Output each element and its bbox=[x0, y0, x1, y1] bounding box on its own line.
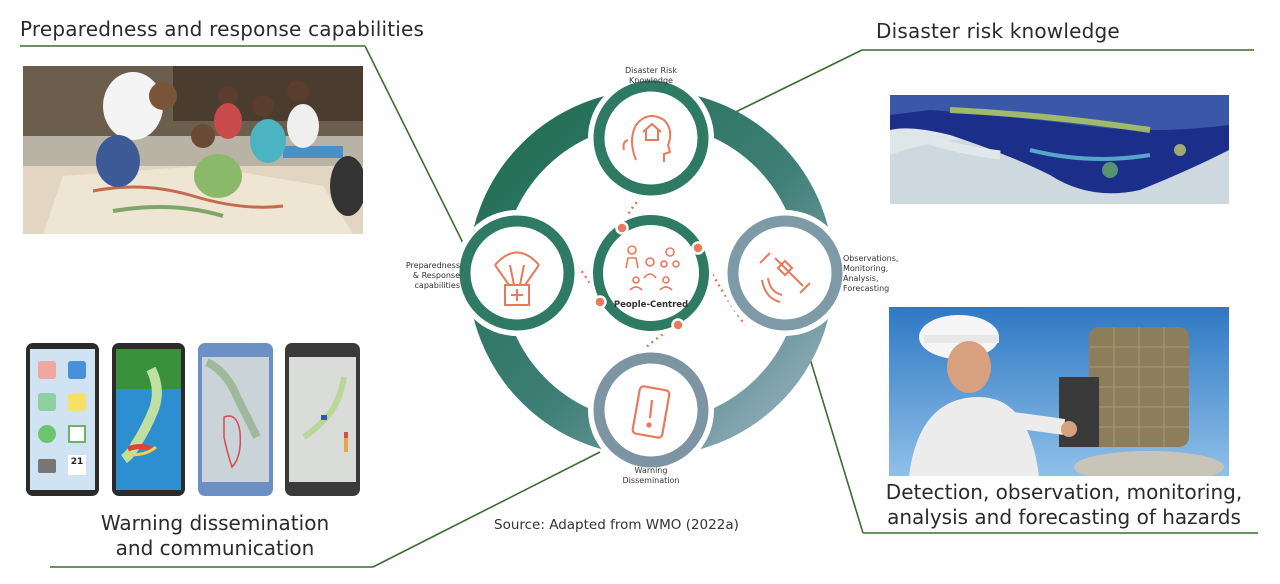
node-risk-knowledge bbox=[588, 75, 714, 201]
label-preparedness-line1: Preparedness bbox=[405, 261, 460, 270]
phone-icon bbox=[38, 361, 56, 379]
label-risk-knowledge-line1: Disaster Risk bbox=[624, 66, 678, 75]
node-people-centred bbox=[589, 211, 713, 335]
heading-warning: Warning dissemination and communication bbox=[60, 511, 370, 561]
label-preparedness-line3: capabilities bbox=[414, 281, 460, 290]
label-observations: Observations, Monitoring, Analysis, Fore… bbox=[843, 254, 913, 294]
preparedness-photo bbox=[23, 66, 363, 234]
label-warning-line1: Warning bbox=[634, 466, 668, 475]
calendar-icon: 21 bbox=[68, 455, 86, 475]
satellite-icon bbox=[759, 252, 811, 303]
source-caption: Source: Adapted from WMO (2022a) bbox=[494, 517, 739, 533]
label-risk-knowledge-line2: Knowledge bbox=[629, 76, 673, 85]
parachute-icon bbox=[494, 251, 540, 306]
phone-apps: 21 bbox=[26, 343, 99, 496]
weather-icon bbox=[68, 361, 86, 379]
ring-dots bbox=[593, 221, 705, 332]
node-preparedness bbox=[454, 210, 580, 336]
heading-detection-line1: Detection, observation, monitoring, bbox=[885, 480, 1243, 504]
heading-detection-line2: analysis and forecasting of hazards bbox=[887, 505, 1241, 529]
phone-map-typhoon bbox=[198, 343, 273, 496]
mail-icon bbox=[38, 393, 56, 411]
heading-preparedness: Preparedness and response capabilities bbox=[20, 17, 425, 41]
radar-photo bbox=[889, 307, 1229, 476]
phone-map-alert bbox=[285, 343, 360, 496]
label-observations-line2: Monitoring, bbox=[843, 264, 889, 273]
label-people-centred: People-Centred bbox=[613, 300, 689, 310]
camera-icon bbox=[38, 459, 56, 473]
label-preparedness-line2: & Response bbox=[412, 271, 460, 280]
label-warning: Warning Dissemination bbox=[612, 466, 690, 486]
phone-alert-icon bbox=[631, 385, 671, 439]
label-observations-line3: Analysis, bbox=[843, 274, 879, 283]
heading-warning-line1: Warning dissemination bbox=[100, 511, 330, 535]
heading-risk-knowledge: Disaster risk knowledge bbox=[876, 19, 1120, 43]
heading-warning-line2: and communication bbox=[115, 536, 315, 560]
grid-icon bbox=[68, 425, 86, 443]
head-icon bbox=[622, 115, 672, 162]
label-risk-knowledge: Disaster Risk Knowledge bbox=[612, 66, 690, 86]
risk-map-image bbox=[890, 95, 1229, 204]
label-observations-line1: Observations, bbox=[843, 254, 899, 263]
people-icon bbox=[625, 245, 680, 291]
map-icon bbox=[68, 393, 86, 411]
label-warning-line2: Dissemination bbox=[622, 476, 680, 485]
label-preparedness: Preparedness & Response capabilities bbox=[386, 261, 460, 291]
phone-map-japan bbox=[112, 343, 185, 496]
chat-icon bbox=[38, 425, 56, 443]
heading-detection: Detection, observation, monitoring, anal… bbox=[866, 480, 1262, 530]
node-warning bbox=[588, 347, 714, 473]
node-observations bbox=[722, 210, 848, 336]
label-observations-line4: Forecasting bbox=[843, 284, 890, 293]
